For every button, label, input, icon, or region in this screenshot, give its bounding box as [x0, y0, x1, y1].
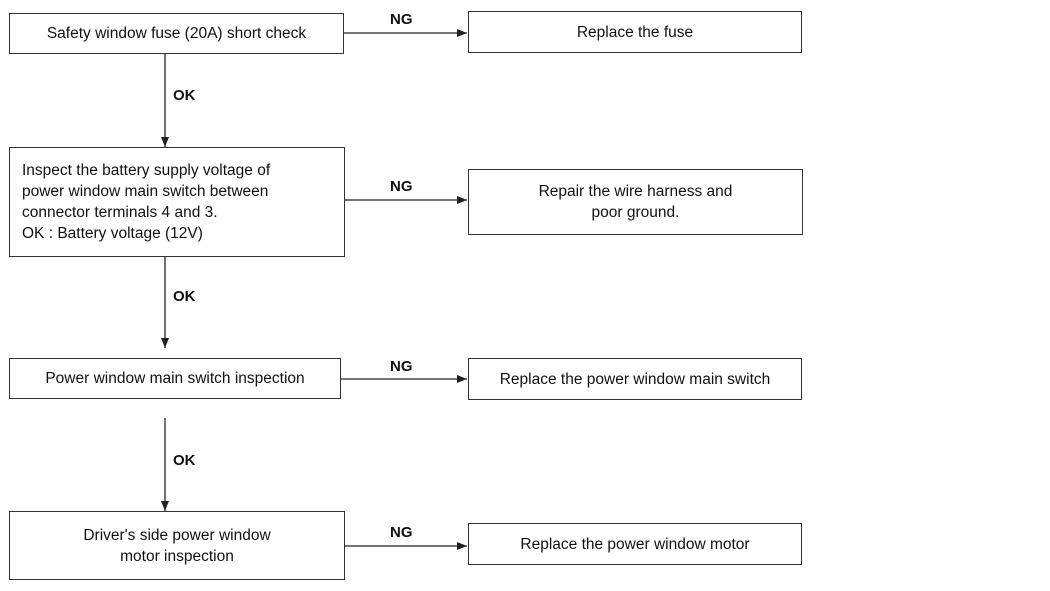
remedy-box-replace-motor: Replace the power window motor: [468, 523, 802, 565]
remedy-text: Replace the power window main switch: [499, 370, 771, 388]
remedy-text: Repair the wire harness and poor ground.: [538, 183, 733, 221]
check-box-motor: Driver's side power window motor inspect…: [9, 511, 345, 580]
ok-label: OK: [173, 452, 196, 469]
remedy-text: Replace the fuse: [576, 23, 694, 41]
check-box-battery-voltage: Inspect the battery supply voltage of po…: [9, 147, 345, 257]
ok-label: OK: [173, 87, 196, 104]
remedy-box-replace-fuse: Replace the fuse: [468, 11, 802, 53]
ng-label: NG: [390, 11, 413, 28]
ng-label: NG: [390, 358, 413, 375]
check-text: Driver's side power window motor inspect…: [83, 526, 271, 565]
remedy-box-repair-harness: Repair the wire harness and poor ground.: [468, 169, 803, 235]
check-box-main-switch: Power window main switch inspection: [9, 358, 341, 399]
ng-label: NG: [390, 524, 413, 541]
remedy-box-replace-switch: Replace the power window main switch: [468, 358, 802, 400]
check-text: Inspect the battery supply voltage of po…: [22, 162, 271, 242]
remedy-text: Replace the power window motor: [520, 535, 750, 553]
check-text: Safety window fuse (20A) short check: [46, 25, 307, 42]
ng-label: NG: [390, 178, 413, 195]
ok-label: OK: [173, 288, 196, 305]
check-text: Power window main switch inspection: [45, 370, 305, 387]
check-box-fuse: Safety window fuse (20A) short check: [9, 13, 344, 54]
